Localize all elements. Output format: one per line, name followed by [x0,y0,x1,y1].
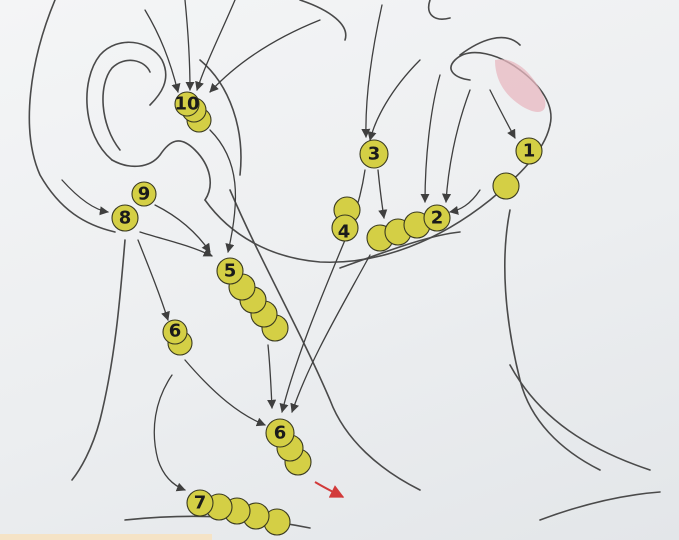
outflow-arrow [315,482,343,497]
node-label-10: 10 [174,94,199,115]
node-group-8: 8 [112,205,138,231]
node-group-9: 9 [132,182,156,206]
node-group-6-upper: 6 [163,320,192,355]
neck-front-outline [505,210,600,470]
node-label-6-lower: 6 [274,423,287,444]
node-label-8: 8 [119,208,132,229]
node-group-6-lower: 6 [266,419,311,475]
node-group-10: 10 [174,92,211,132]
node-label-2: 2 [431,208,444,229]
node-group-5: 5 [217,258,288,341]
bottom-strip [0,534,212,540]
node-group-1: 1 [493,138,542,199]
node-group-7: 7 [187,490,290,535]
node-label-7: 7 [194,493,207,514]
node-group-4: 4 [332,197,360,243]
node-group-3: 3 [360,140,388,168]
node-label-5: 5 [224,261,237,282]
node-label-3: 3 [368,144,381,165]
node-label-6-upper: 6 [169,321,182,342]
node-label-4: 4 [338,222,351,243]
node-1-secondary [493,173,519,199]
node-label-1: 1 [523,141,536,162]
node-label-9: 9 [138,184,151,205]
head-outline [29,0,660,528]
neck-back-outline [72,240,125,480]
